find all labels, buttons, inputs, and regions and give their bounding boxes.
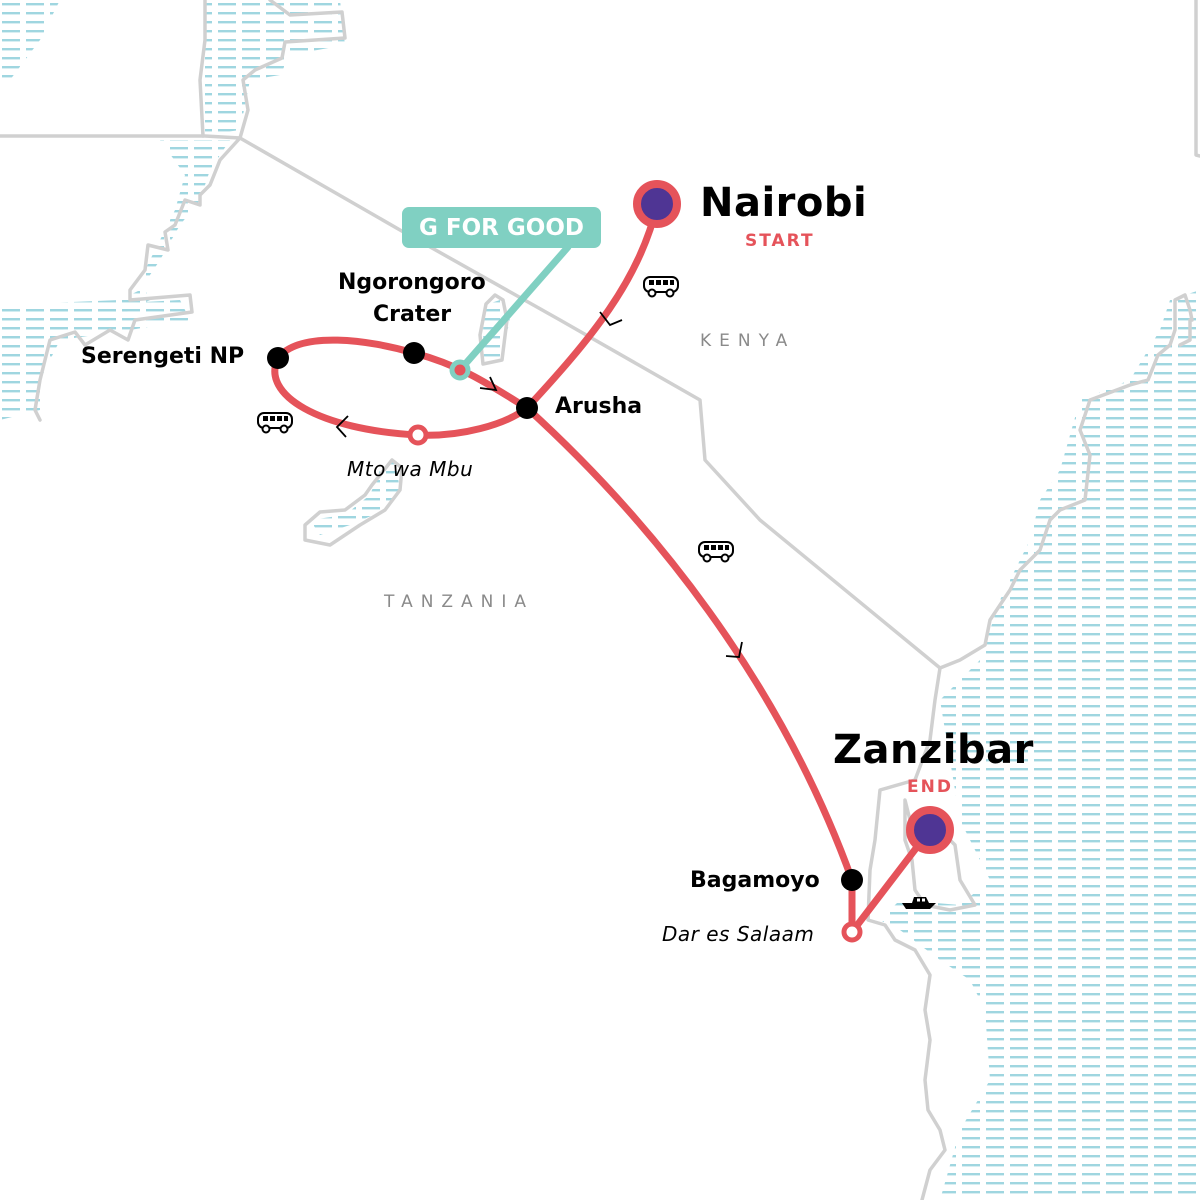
start-marker-nairobi — [633, 180, 681, 228]
stop-marker-serengeti — [267, 347, 289, 369]
start-tag: START — [745, 231, 815, 251]
stop-marker-arusha — [516, 397, 538, 419]
end-city-label: Zanzibar — [833, 727, 1034, 773]
country-label-tanzania: TANZANIA — [384, 592, 535, 612]
bus-icon — [257, 412, 293, 434]
stop-label-bagamoyo: Bagamoyo — [690, 868, 820, 893]
stop-marker-bagamoyo — [841, 869, 863, 891]
g-for-good-connector — [456, 243, 572, 374]
stop-label-dar-es-salaam: Dar es Salaam — [662, 922, 815, 946]
country-label-kenya: KENYA — [700, 331, 796, 351]
stop-marker-ngorongoro — [403, 342, 425, 364]
end-marker-zanzibar — [906, 806, 954, 854]
start-city-label: Nairobi — [700, 180, 868, 226]
bus-icon — [643, 276, 679, 298]
stop-label-serengeti: Serengeti NP — [81, 344, 245, 369]
stop-label-ngorongoro-line2: Crater — [373, 302, 452, 327]
route-direction-arrows — [335, 311, 743, 658]
stop-label-arusha: Arusha — [555, 394, 643, 419]
stop-label-ngorongoro-line1: Ngorongoro — [338, 270, 486, 295]
stops — [267, 342, 863, 943]
g-for-good-badge[interactable]: G FOR GOOD — [402, 207, 601, 248]
stop-label-mto-wa-mbu: Mto wa Mbu — [347, 457, 474, 481]
end-tag: END — [907, 777, 953, 797]
stop-marker-dar-es-salaam — [841, 921, 863, 943]
stop-marker-mto-wa-mbu — [407, 424, 429, 446]
boat-icon — [902, 897, 936, 909]
bus-icon — [698, 541, 734, 563]
g-for-good-marker — [449, 359, 471, 381]
endpoints — [633, 180, 954, 854]
